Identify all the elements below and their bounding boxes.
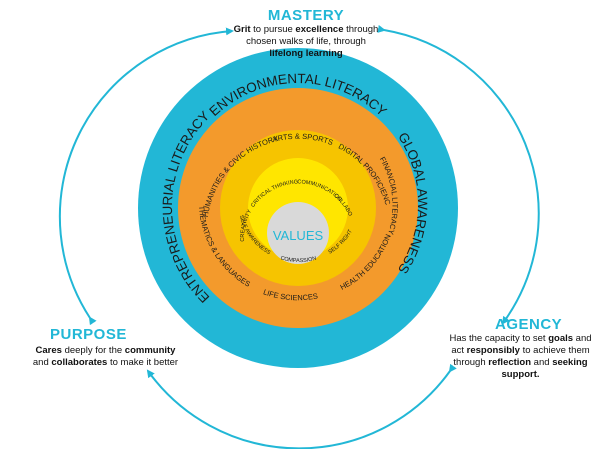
body-text: to make it better [107, 357, 179, 368]
emphasis-text: support. [501, 369, 540, 380]
emphasis-text: Grit [233, 24, 251, 35]
mastery-line-3: lifelong learning [200, 48, 412, 60]
emphasis-text: seeking [552, 357, 588, 368]
body-text: chosen walks of life, through [246, 36, 366, 47]
values-label: VALUES [273, 228, 324, 243]
emphasis-text: excellence [295, 24, 344, 35]
emphasis-text: collaborates [51, 357, 108, 368]
values-center [267, 202, 329, 264]
body-text: through [343, 24, 379, 35]
agency-line-2: act responsibly to achieve them [438, 345, 603, 357]
arc-arrow-agency-to-purpose [146, 363, 457, 449]
body-text: Has the capacity to set [449, 333, 549, 344]
body-text: through [453, 357, 489, 368]
arc-arrow-purpose-to-mastery [58, 27, 234, 326]
body-text: and [32, 357, 52, 368]
body-text: to pursue [250, 24, 296, 35]
cycle-arrows [58, 25, 540, 449]
emphasis-text: lifelong learning [269, 48, 343, 59]
body-text: and [573, 333, 592, 344]
purpose-heading: PURPOSE [50, 326, 127, 343]
skill-compassion: COMPASSION [280, 255, 317, 264]
body-text: to achieve them [519, 345, 590, 356]
emphasis-text: reflection [488, 357, 532, 368]
agency-heading: AGENCY [495, 316, 563, 333]
agency-line-4: support. [438, 369, 603, 381]
emphasis-text: responsibly [466, 345, 520, 356]
body-text: deeply for the [61, 345, 125, 356]
agency-line-1: Has the capacity to set goals and [438, 333, 603, 345]
purpose-line-1: Cares deeply for the community [18, 345, 193, 357]
mastery-line-1: Grit to pursue excellence through [200, 24, 412, 36]
emphasis-text: Cares [35, 345, 62, 356]
mastery-heading: MASTERY [267, 7, 345, 24]
purpose-description: Cares deeply for the community and colla… [18, 345, 193, 369]
mastery-line-2: chosen walks of life, through [200, 36, 412, 48]
arc-arrow-mastery-to-agency [377, 25, 540, 325]
mastery-description: Grit to pursue excellence through chosen… [200, 24, 412, 60]
svg-text:COMPASSION: COMPASSION [280, 255, 317, 264]
emphasis-text: community [124, 345, 176, 356]
purpose-line-2: and collaborates to make it better [18, 357, 193, 369]
agency-description: Has the capacity to set goals and act re… [438, 333, 603, 381]
body-text: act [451, 345, 467, 356]
emphasis-text: goals [548, 333, 574, 344]
body-text: and [531, 357, 553, 368]
agency-line-3: through reflection and seeking [438, 357, 603, 369]
